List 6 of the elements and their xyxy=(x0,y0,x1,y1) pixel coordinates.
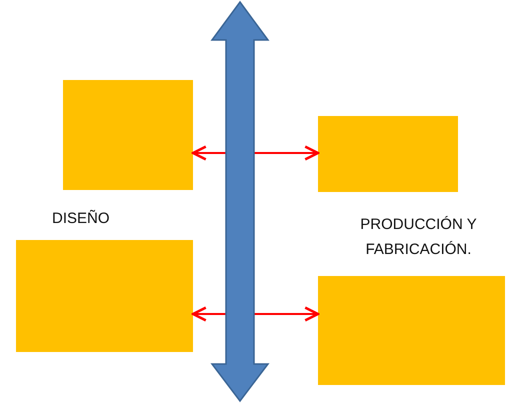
section-label: PRODUCCIÓN Y FABRICACIÓN. xyxy=(359,215,478,260)
section-label: DISEÑO xyxy=(52,208,111,229)
rectangle-block xyxy=(16,240,193,352)
rectangle-block xyxy=(318,276,505,385)
rectangle-block xyxy=(318,116,458,192)
rectangle-block xyxy=(63,80,193,190)
